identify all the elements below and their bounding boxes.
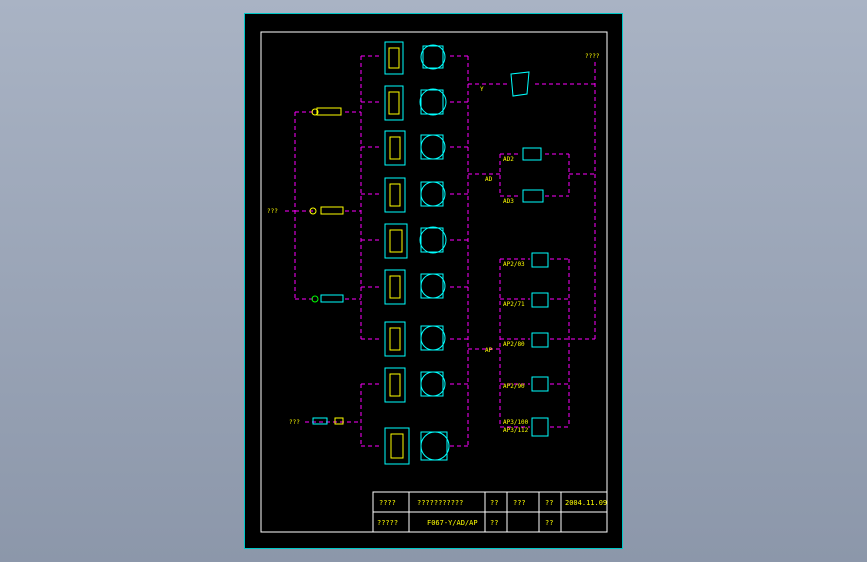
title-r1c2: ??????????? — [417, 499, 463, 507]
label-left-bottom: ??? — [289, 419, 300, 426]
label-left-main: ??? — [267, 208, 278, 215]
title-r2c1: ????? — [377, 519, 398, 527]
label-ap-item: AP3/100 — [503, 419, 529, 426]
left-connections — [285, 56, 469, 446]
label-branch-ap: AP — [485, 347, 493, 354]
title-r2c3: ?? — [490, 519, 498, 527]
label-ad-lower: AD3 — [503, 198, 514, 205]
label-ap-item: AP2/03 — [503, 261, 525, 268]
right-connections — [468, 62, 596, 428]
title-r1c1: ???? — [379, 499, 396, 507]
title-r1c4: ??? — [513, 499, 526, 507]
title-r2c5: ?? — [545, 519, 553, 527]
label-top-right: ???? — [585, 53, 600, 60]
component-rows — [384, 41, 450, 465]
left-components — [309, 107, 344, 425]
title-block-grid — [372, 491, 608, 533]
label-branch-ad: AD — [485, 176, 493, 183]
title-r1c6: 2004.11.09 — [565, 499, 607, 507]
label-ap-item: AP2/71 — [503, 301, 525, 308]
label-ad-upper: AD2 — [503, 156, 514, 163]
title-r1c5: ?? — [545, 499, 553, 507]
row-stubs — [361, 55, 468, 447]
title-r1c3: ?? — [490, 499, 498, 507]
label-ap-extra: AP3/112 — [503, 427, 529, 434]
label-branch-y: Y — [480, 86, 484, 93]
label-ap-item: AP2/90 — [503, 383, 525, 390]
label-ap-item: AP2/80 — [503, 341, 525, 348]
right-components — [510, 71, 549, 437]
drawing-sheet[interactable]: ??? ??? ???? Y AD AP AD2 AD3 AP2/03 AP2/… — [244, 13, 623, 549]
title-block-text: ???? ??????????? ?? ??? ?? 2004.11.09 ??… — [377, 499, 607, 527]
diagram-labels: ??? ??? ???? Y AD AP AD2 AD3 AP2/03 AP2/… — [267, 53, 600, 434]
cad-drawing: ??? ??? ???? Y AD AP AD2 AD3 AP2/03 AP2/… — [260, 31, 608, 533]
inner-frame — [260, 31, 608, 533]
title-r2c2: F067-Y/AD/AP — [427, 519, 478, 527]
